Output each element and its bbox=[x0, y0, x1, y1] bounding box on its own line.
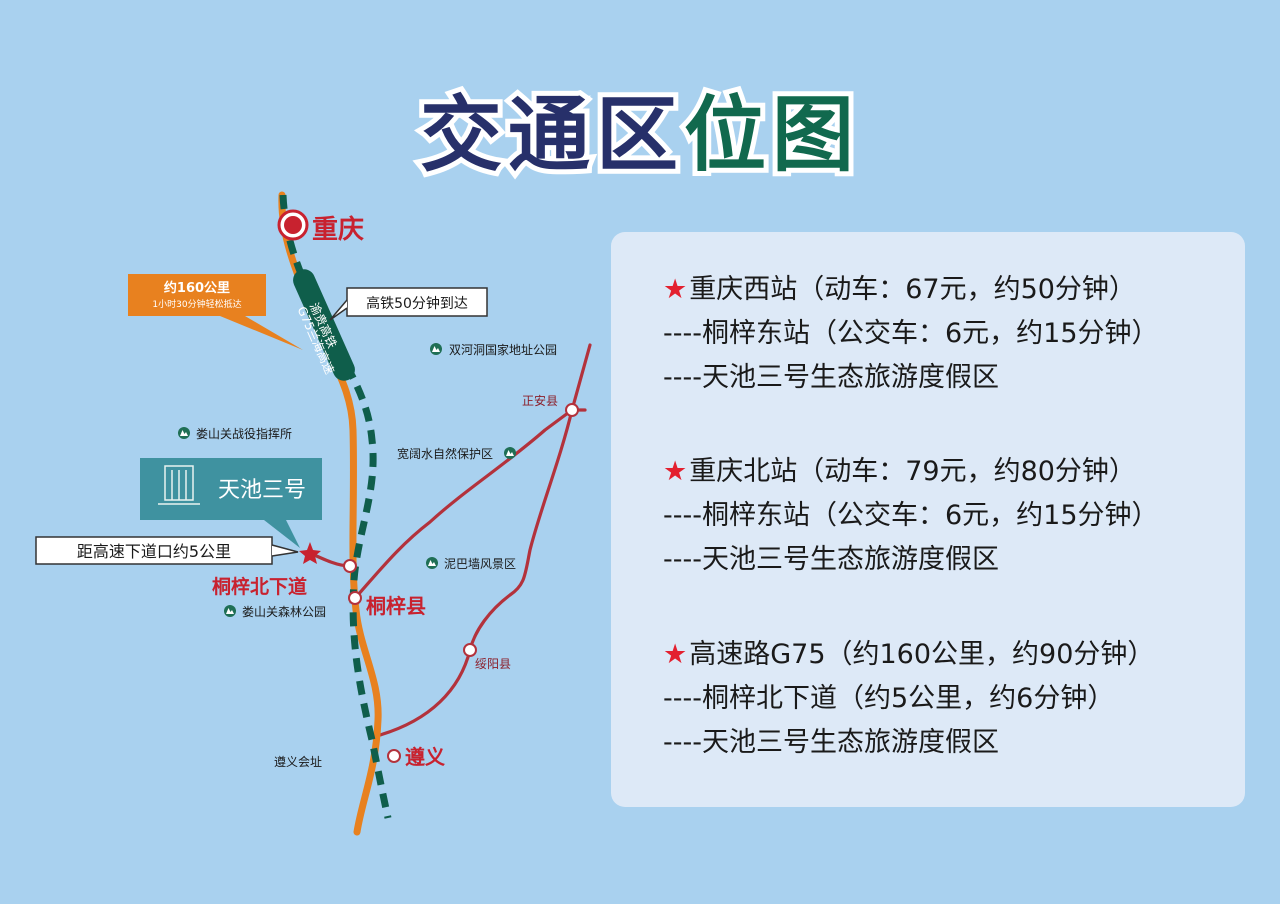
logo-text: 天池三号 bbox=[218, 478, 306, 503]
city-zhengan-label: 正安县 bbox=[522, 393, 558, 408]
poi-zunyi-site: 遵义会址 bbox=[274, 754, 322, 769]
poi-loushanguan-forest: 娄山关森林公园 bbox=[224, 604, 326, 619]
poi-shuanghedong: 双河洞国家地址公园 bbox=[430, 342, 557, 357]
highway-distance-sub: 1小时30分钟轻松抵达 bbox=[152, 298, 241, 310]
exit-star-icon bbox=[299, 542, 321, 564]
city-suiyang-label: 绥阳县 bbox=[475, 657, 511, 671]
tongzi-north-exit-marker bbox=[343, 559, 357, 573]
railway-line bbox=[279, 194, 392, 819]
route-block-1: ★重庆西站（动车：67元，约50分钟） ----桐梓东站（公交车：6元，约15分… bbox=[663, 268, 1159, 400]
route-3-line-2: ----桐梓北下道（约5公里，约6分钟） bbox=[663, 683, 1115, 714]
park-icon bbox=[504, 447, 516, 459]
star-icon: ★ bbox=[663, 274, 688, 305]
park-icon bbox=[430, 343, 442, 355]
exit-distance-text: 距高速下道口约5公里 bbox=[77, 542, 231, 561]
city-zunyi: 遵义 bbox=[387, 745, 445, 769]
transport-map: 渝贵高铁 G75兰海高速 重庆 约160公里 1小时30分钟轻松抵达 高铁50分… bbox=[35, 191, 592, 836]
poi-zunyi-site-label: 遵义会址 bbox=[274, 754, 322, 769]
route-3-line-1: ★高速路G75（约160公里，约90分钟） bbox=[663, 639, 1155, 670]
road-north-zhengan bbox=[570, 343, 592, 412]
rail-time-text: 高铁50分钟到达 bbox=[366, 295, 468, 312]
poi-nibaqiang: 泥巴墙风景区 bbox=[426, 557, 516, 571]
road-suiyang-zunyi bbox=[378, 648, 472, 737]
city-tongzi: 桐梓县 bbox=[348, 591, 426, 618]
route-block-3: ★高速路G75（约160公里，约90分钟） ----桐梓北下道（约5公里，约6分… bbox=[663, 633, 1154, 765]
park-icon bbox=[426, 557, 438, 569]
building-icon bbox=[158, 465, 200, 505]
poi-loushanguan-hq-label: 娄山关战役指挥所 bbox=[196, 426, 292, 441]
park-icon bbox=[178, 427, 190, 439]
route-1-line-2: ----桐梓东站（公交车：6元，约15分钟） bbox=[663, 318, 1159, 349]
exit-label: 桐梓北下道 bbox=[212, 575, 307, 598]
route-1-line-3: ----天池三号生态旅游度假区 bbox=[663, 362, 999, 393]
route-1-line-1: ★重庆西站（动车：67元，约50分钟） bbox=[663, 274, 1136, 305]
city-chongqing-label: 重庆 bbox=[312, 214, 364, 245]
page-title-part1: 交通区 bbox=[415, 82, 684, 188]
route-3-line-3: ----天池三号生态旅游度假区 bbox=[663, 727, 999, 758]
star-icon: ★ bbox=[663, 456, 688, 487]
city-zhengan: 正安县 bbox=[522, 393, 579, 417]
city-suiyang: 绥阳县 bbox=[463, 643, 511, 671]
road-zhengan-suiyang bbox=[468, 408, 574, 652]
city-chongqing: 重庆 bbox=[277, 209, 364, 245]
poi-kuankuoshui-label: 宽阔水自然保护区 bbox=[397, 446, 493, 461]
poi-loushanguan-forest-label: 娄山关森林公园 bbox=[242, 604, 326, 619]
highway-distance-callout: 约160公里 1小时30分钟轻松抵达 bbox=[128, 274, 303, 350]
park-icon bbox=[224, 605, 236, 617]
rail-time-callout: 高铁50分钟到达 bbox=[329, 287, 488, 321]
star-icon: ★ bbox=[663, 639, 688, 670]
route-info-panel: ★重庆西站（动车：67元，约50分钟） ----桐梓东站（公交车：6元，约15分… bbox=[611, 232, 1245, 807]
route-2-line-1: ★重庆北站（动车：79元，约80分钟） bbox=[663, 456, 1136, 487]
road-to-zhengan bbox=[355, 408, 574, 598]
poi-shuanghedong-label: 双河洞国家地址公园 bbox=[449, 342, 557, 357]
route-2-line-3: ----天池三号生态旅游度假区 bbox=[663, 544, 999, 575]
city-zunyi-label: 遵义 bbox=[405, 745, 445, 769]
poi-kuankuoshui: 宽阔水自然保护区 bbox=[397, 446, 516, 461]
city-tongzi-label: 桐梓县 bbox=[366, 594, 426, 618]
page-title-part2: 位图 bbox=[679, 82, 861, 188]
route-block-2: ★重庆北站（动车：79元，约80分钟） ----桐梓东站（公交车：6元，约15分… bbox=[663, 450, 1159, 582]
poi-nibaqiang-label: 泥巴墙风景区 bbox=[444, 557, 516, 571]
route-2-line-2: ----桐梓东站（公交车：6元，约15分钟） bbox=[663, 500, 1159, 531]
exit-distance-callout: 距高速下道口约5公里 bbox=[35, 536, 299, 565]
highway-distance-title: 约160公里 bbox=[164, 280, 230, 296]
tianchi-logo-callout: 天池三号 bbox=[140, 458, 322, 548]
page-title: 交通区位图 bbox=[0, 68, 1280, 188]
poi-loushanguan-hq: 娄山关战役指挥所 bbox=[178, 426, 292, 441]
